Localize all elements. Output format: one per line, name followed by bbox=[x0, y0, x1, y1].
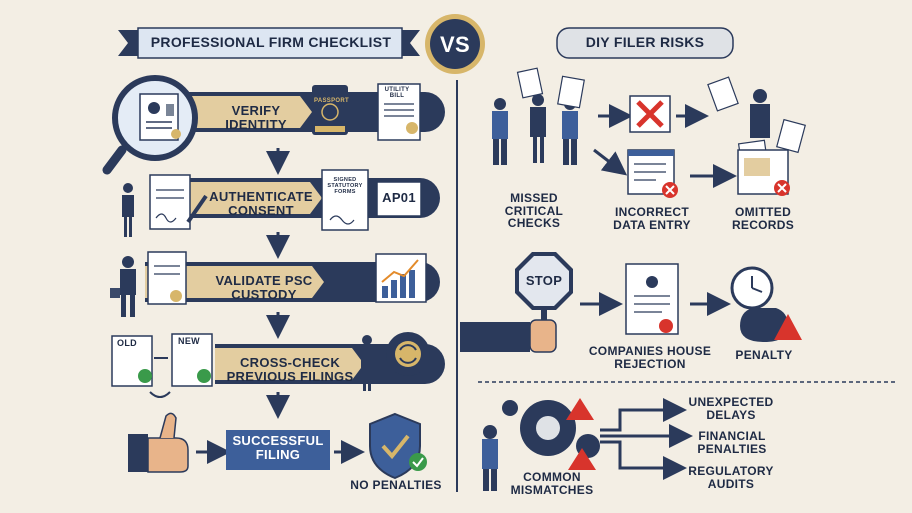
old-doc-label: OLD bbox=[117, 338, 137, 348]
successful-filing-box bbox=[226, 430, 330, 470]
step-authenticate-consent bbox=[122, 169, 440, 237]
ap01-form-icon bbox=[376, 181, 422, 217]
left-banner-title: PROFESSIONAL FIRM CHECKLIST bbox=[150, 34, 392, 50]
vs-badge bbox=[425, 14, 485, 74]
stop-sign-label: STOP bbox=[525, 273, 563, 288]
left-title-banner bbox=[118, 27, 420, 59]
penalty-clock-moneybag-icon bbox=[730, 266, 802, 342]
magnifier-icon bbox=[102, 75, 198, 175]
right-title-banner bbox=[556, 27, 734, 59]
omitted-records-icon bbox=[737, 149, 790, 196]
gears-warning-icon bbox=[482, 398, 600, 491]
step-validate-psc-custody bbox=[110, 251, 440, 317]
vs-label: VS bbox=[440, 32, 470, 57]
no-penalties-label: NO PENALTIES bbox=[350, 478, 442, 492]
ap01-label: AP01 bbox=[382, 190, 416, 205]
data-form-icon bbox=[627, 149, 678, 198]
rejected-x-icon bbox=[629, 95, 671, 133]
old-document-icon bbox=[111, 335, 153, 387]
passport-icon bbox=[312, 85, 348, 135]
presenting-woman-icon bbox=[361, 335, 373, 391]
utility-bill-icon bbox=[377, 83, 421, 141]
step-verify-identity bbox=[102, 75, 445, 175]
confused-people-icon bbox=[492, 67, 585, 165]
new-document-icon bbox=[171, 333, 213, 387]
branching-arrows bbox=[600, 398, 693, 480]
right-banner-title: DIY FILER RISKS bbox=[585, 34, 705, 50]
gear-sync-icon bbox=[386, 332, 430, 376]
penalty-label: PENALTY bbox=[735, 348, 793, 362]
chart-screen-icon bbox=[375, 253, 427, 303]
new-doc-label: NEW bbox=[178, 336, 200, 346]
certificate-icon bbox=[147, 251, 187, 305]
step-cross-check bbox=[111, 332, 445, 398]
stop-sign-icon bbox=[460, 252, 573, 353]
thumbs-up-icon bbox=[128, 412, 189, 473]
businessman-icon bbox=[110, 256, 136, 317]
rejection-document-icon bbox=[625, 263, 679, 335]
businesswoman-icon bbox=[122, 183, 134, 237]
shield-check-icon bbox=[369, 412, 427, 480]
passport-label: PASSPORT bbox=[314, 98, 349, 104]
cycle-arrow-icon bbox=[149, 391, 171, 398]
flow-arrow bbox=[593, 148, 628, 176]
signed-contract-icon bbox=[149, 174, 208, 230]
statutory-forms-icon bbox=[321, 169, 369, 231]
